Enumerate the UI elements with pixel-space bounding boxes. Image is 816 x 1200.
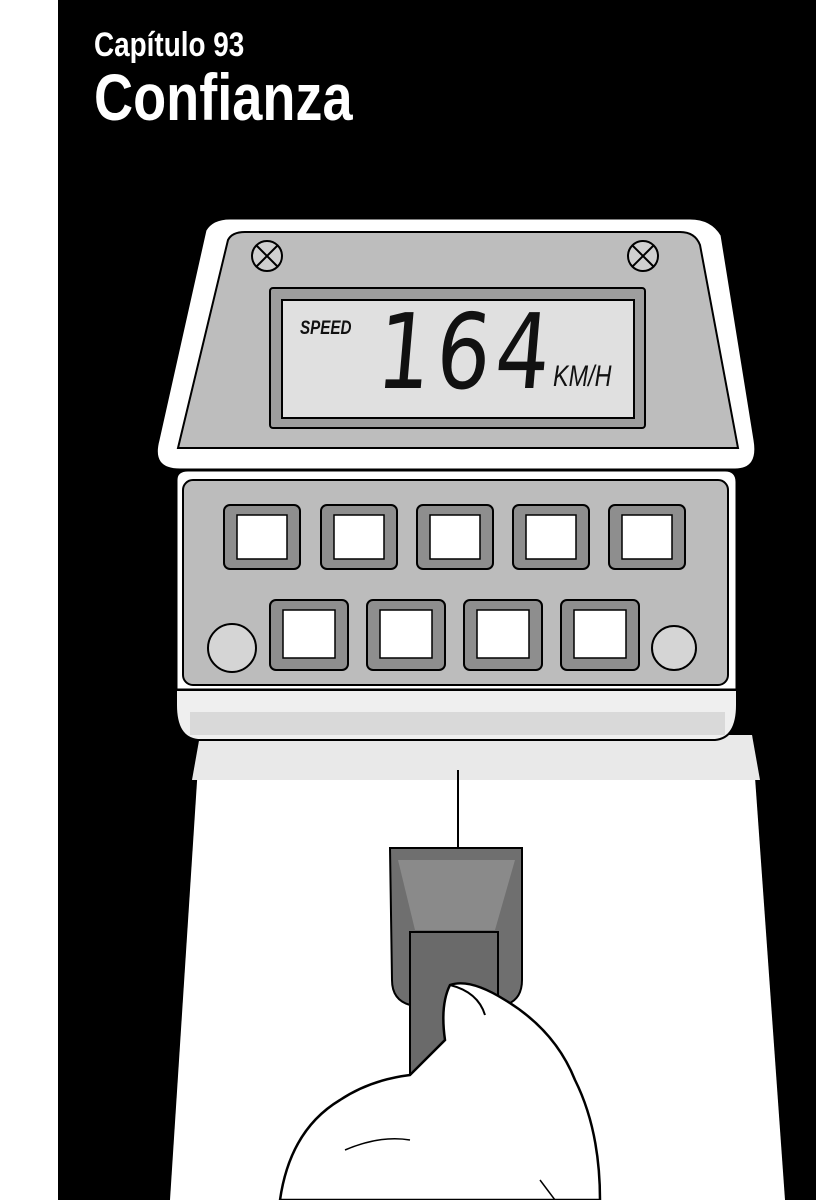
speed-label: SPEED — [300, 318, 352, 339]
key-top-5-face — [621, 514, 673, 560]
keypad-top-row — [223, 504, 686, 570]
key-top-2-face — [333, 514, 385, 560]
key-top-1-face — [236, 514, 288, 560]
screw-right-icon — [627, 240, 659, 272]
speed-unit: KM/H — [553, 360, 612, 393]
machine-base-shade — [190, 712, 725, 735]
screw-left-icon — [251, 240, 283, 272]
column-shadow — [192, 735, 760, 780]
handle-highlight — [398, 860, 515, 930]
fingernail — [449, 984, 486, 1016]
side-button-left[interactable] — [207, 623, 257, 673]
chapter-number: Capítulo 93 — [94, 26, 245, 64]
key-top-4-face — [525, 514, 577, 560]
hand-crease — [344, 1138, 411, 1151]
chapter-title-block: Capítulo 93 Confianza — [94, 26, 409, 130]
lcd-screen — [281, 299, 635, 419]
side-button-right[interactable] — [651, 625, 697, 671]
speed-value: 164 — [372, 291, 561, 413]
key-bottom-2-face — [379, 609, 433, 659]
key-top-3-face — [429, 514, 481, 560]
hand-crease-2 — [539, 1179, 556, 1200]
chapter-title: Confianza — [94, 60, 353, 134]
key-bottom-3-face — [476, 609, 530, 659]
key-bottom-1-face — [282, 609, 336, 659]
keypad-bottom-row — [269, 599, 640, 671]
key-bottom-4-face — [573, 609, 627, 659]
